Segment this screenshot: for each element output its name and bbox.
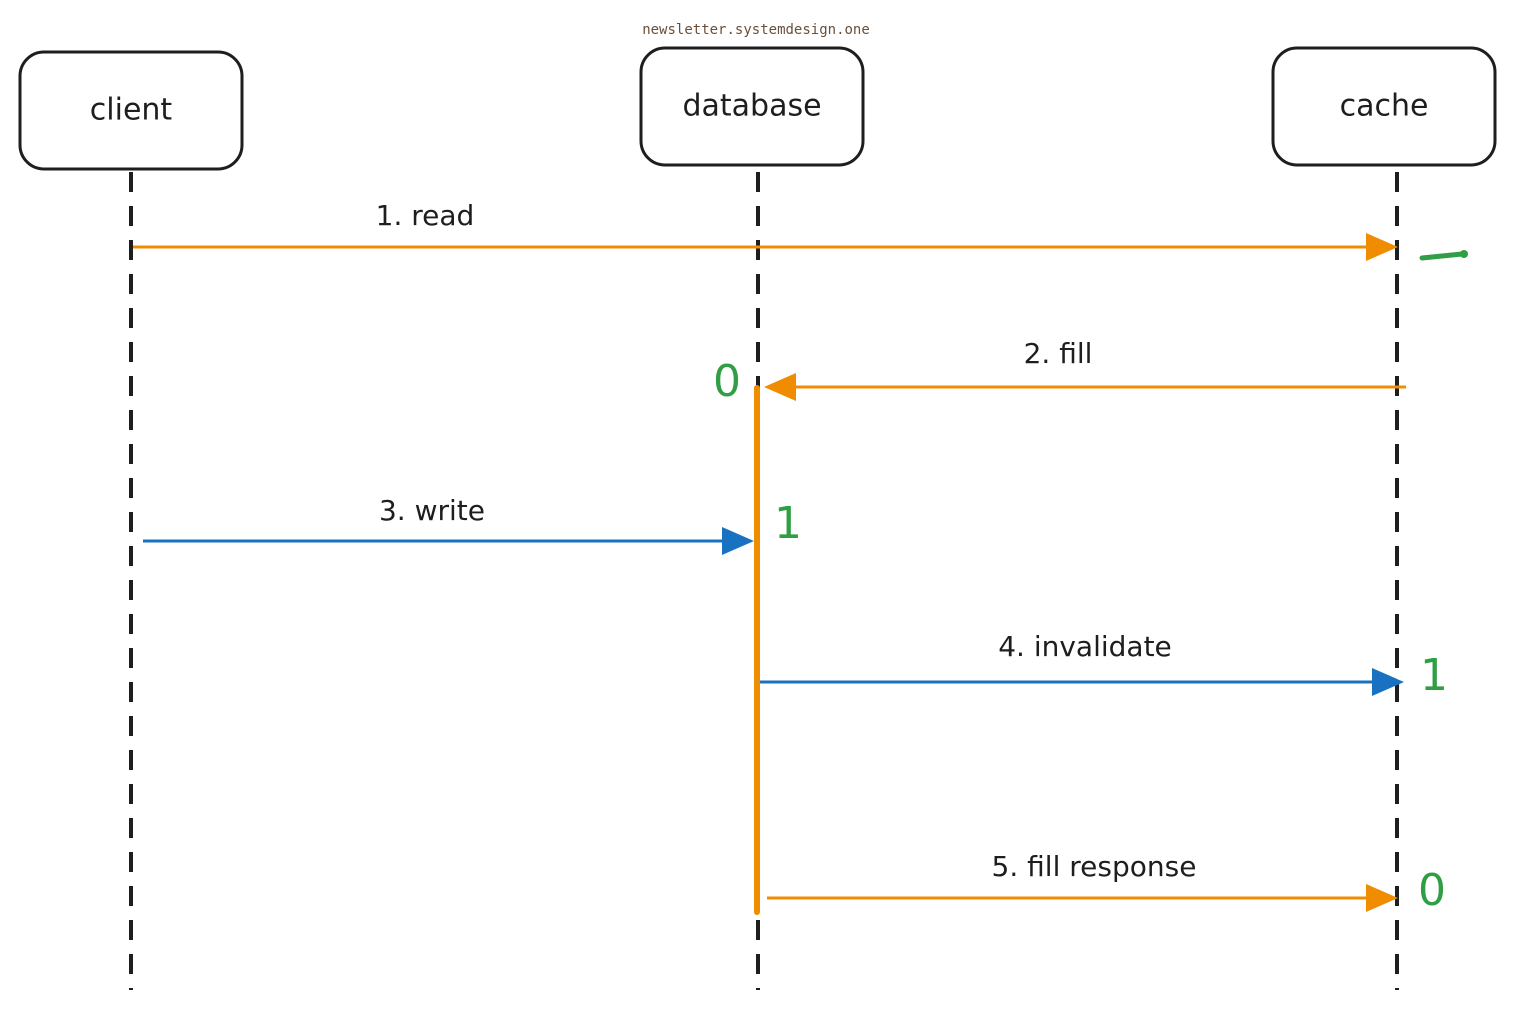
actor-box-client — [18, 50, 244, 171]
actor-label-client: client — [90, 93, 173, 128]
version-mark-after-invalidate: 1 — [1420, 650, 1448, 701]
arrow-read-head — [1366, 233, 1398, 261]
message-label-fill: 2. fill — [1024, 337, 1093, 370]
message-fill-response: 5. fill response — [767, 850, 1398, 912]
actor-label-cache: cache — [1340, 89, 1429, 124]
arrow-fill-head — [764, 373, 796, 401]
actor-client: client — [18, 50, 244, 171]
message-fill: 2. fill — [764, 337, 1406, 401]
arrow-write-head — [722, 527, 754, 555]
actor-database: database — [639, 46, 865, 167]
message-label-fill-response: 5. fill response — [992, 850, 1197, 883]
message-label-read: 1. read — [376, 199, 475, 232]
message-invalidate: 4. invalidate — [760, 630, 1404, 696]
arrow-fill-response-head — [1366, 884, 1398, 912]
version-mark-after-write: 1 — [774, 498, 802, 549]
actor-box-cache — [1271, 46, 1497, 167]
actor-label-database: database — [682, 89, 821, 124]
message-label-write: 3. write — [379, 494, 485, 527]
message-read: 1. read — [133, 199, 1398, 261]
actor-cache: cache — [1271, 46, 1497, 167]
message-label-invalidate: 4. invalidate — [998, 630, 1172, 663]
actor-box-database — [639, 46, 865, 167]
watermark: newsletter.systemdesign.one — [642, 22, 870, 38]
arrow-invalidate-head — [1372, 668, 1404, 696]
version-mark-after-read — [1419, 251, 1465, 261]
version-mark-after-read-dot — [1460, 250, 1468, 258]
version-mark-after-fill: 0 — [713, 356, 741, 407]
version-mark-after-fill-response: 0 — [1418, 865, 1446, 916]
message-write: 3. write — [143, 494, 754, 555]
